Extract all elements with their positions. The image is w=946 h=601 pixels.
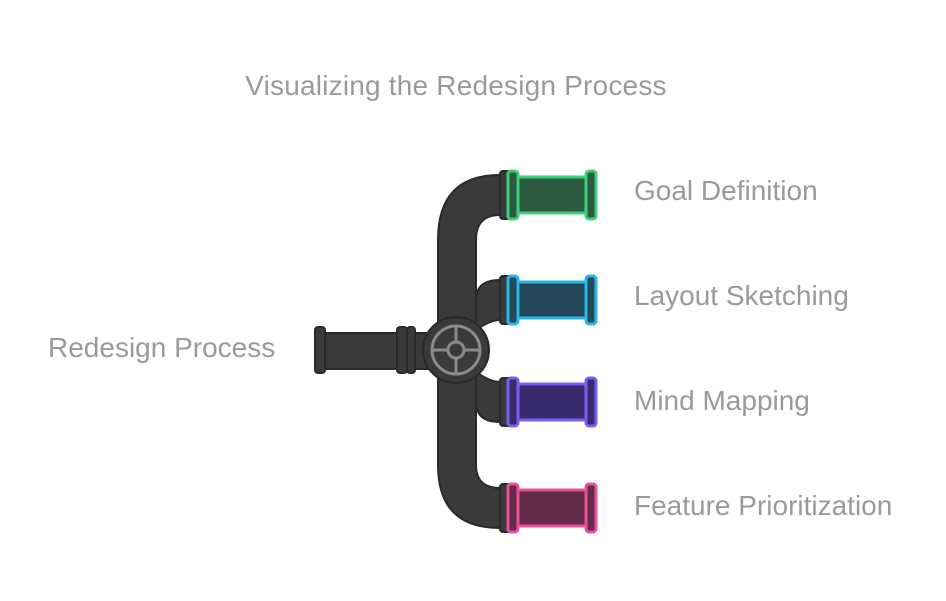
diagram-title: Visualizing the Redesign Process — [245, 70, 667, 101]
branch-label-feature-prioritization: Feature Prioritization — [634, 490, 893, 521]
branch-label-layout-sketching: Layout Sketching — [634, 280, 849, 311]
source-label: Redesign Process — [48, 332, 276, 363]
outlet-feature-prioritization — [499, 482, 598, 534]
outlet-layout-sketching — [499, 274, 598, 326]
branch-label-goal-definition: Goal Definition — [634, 175, 818, 206]
inlet-flange-right — [396, 326, 408, 374]
outlet-mind-mapping — [499, 376, 598, 428]
inlet-flange-right-2 — [406, 326, 416, 374]
branch-label-mind-mapping: Mind Mapping — [634, 385, 810, 416]
valve-wheel-icon — [422, 316, 490, 384]
inlet-flange-left — [314, 326, 326, 374]
outlet-goal-definition — [499, 169, 598, 221]
